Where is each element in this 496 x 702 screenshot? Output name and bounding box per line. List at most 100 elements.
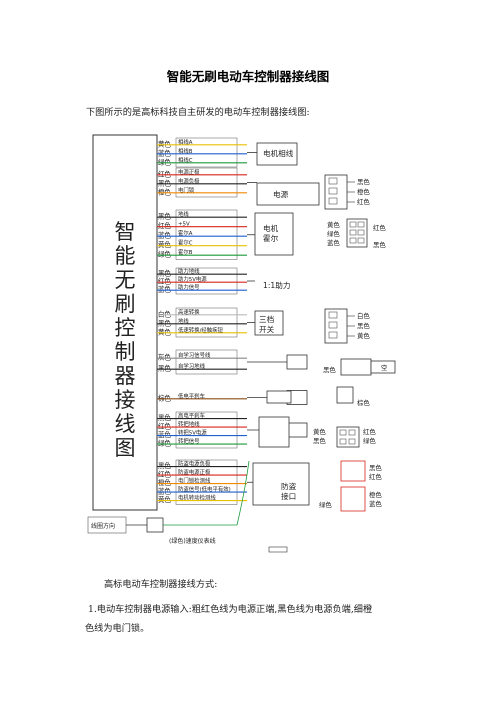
connector-label: 红色 (373, 223, 386, 232)
controller-char: 刷 (115, 292, 136, 316)
connector-label: 蓝色 (327, 238, 340, 247)
wire-name-label: 转把地线 (178, 420, 200, 428)
wire-name-label: 电源正极 (178, 168, 200, 176)
wire-color-label: 棕色 (158, 393, 172, 402)
wire-name-label: 低速转换/经触疾钮 (178, 326, 224, 334)
paragraph-1-line1: 1.电动车控制器电源输入:粗红色线为电源正端,黑色线为电源负端,细橙 (88, 604, 373, 615)
lower-left-label: 线圈方向 (91, 522, 115, 530)
connector-label: 黑色 (373, 240, 386, 249)
wire-name-label: 转把信号 (178, 437, 200, 445)
connector-label: 黑色 (369, 463, 382, 472)
wire-color-label: 灰色 (158, 353, 172, 362)
wire-group: 黑色地线红色+5V蓝色霍尔A黄色霍尔C绿色霍尔B电机霍尔黄色绿色蓝色红色黑色 (157, 209, 386, 260)
wire-name-label: 地线 (178, 210, 189, 218)
wire-name-label: 高电平刹车 (178, 412, 206, 420)
connector-label: 黑色 (323, 365, 336, 374)
wire-color-label: 黄色 (158, 139, 172, 148)
wire-color-label: 红色 (158, 169, 172, 178)
wire-groups: 黄色相线A蓝色相线B绿色相线C电机相线红色电源正极黑色电源负极橙色电门锁电源黑色… (157, 137, 396, 512)
wire-color-label: 黑色 (158, 178, 172, 187)
wire-name-label: 地线 (178, 317, 189, 325)
target-label: 防盗 (281, 481, 297, 491)
controller-char: 线 (115, 412, 136, 436)
wire-name-label: 高速转换 (178, 308, 200, 316)
caption-text: 高标电动车控制器接线方式: (104, 579, 218, 590)
target-label: 电机相线 (263, 148, 294, 158)
wire-color-label: 黑色 (158, 269, 172, 278)
connector-label: 橙色 (357, 187, 370, 196)
wire-name-label: 相线A (178, 138, 193, 146)
wire-name-label: 低电平刹车 (178, 392, 206, 400)
wire-name-label: 霍尔B (178, 248, 193, 256)
connector-label: 棕色 (357, 398, 370, 407)
controller-char: 能 (115, 244, 136, 268)
wire-color-label: 绿色 (158, 157, 172, 166)
wire-color-label: 白色 (158, 309, 172, 318)
wire-group: 黑色助力地线红色助力5V电源蓝色助力信号1:1助力 (157, 267, 290, 295)
target-label: 电源 (273, 189, 289, 199)
connector-label: 绿色 (363, 436, 376, 445)
wire-group: 黑色防盗电源负极红色防盗电源正极橙色电门锁检测线蓝色防盗信号(低电平有效)黄色电… (157, 460, 382, 512)
wire-name-label: 电源负极 (178, 177, 200, 185)
wire-group: 黄色相线A蓝色相线B绿色相线C电机相线 (157, 137, 298, 168)
connector-label: 红色 (357, 197, 370, 206)
wire-color-label: 蓝色 (158, 487, 172, 496)
wire-color-label: 黄色 (158, 327, 172, 336)
paragraph-1: 1.电动车控制器电源输入:粗红色线为电源正端,黑色线为电源负端,细橙 色线为电门… (85, 600, 414, 638)
target-label: 三档 (259, 314, 275, 324)
connector-label: 空 (381, 363, 387, 372)
target-label: 1:1助力 (263, 280, 290, 290)
wire-name-label: 电门锁检测线 (178, 477, 211, 485)
connector-label: 黑色 (357, 321, 370, 330)
wire-color-label: 红色 (158, 221, 172, 230)
wire-color-label: 蓝色 (158, 148, 172, 157)
wire-color-label: 绿色 (158, 250, 172, 259)
connector-label: 蓝色 (369, 499, 382, 508)
wire-name-label: +5V (178, 222, 190, 228)
target-label: 接口 (281, 491, 296, 501)
wire-color-label: 黑色 (158, 461, 172, 470)
wire-name-label: 助力信号 (178, 283, 200, 291)
wire-color-label: 红色 (158, 277, 172, 286)
wire-group: 黑色高电平刹车红色转把地线蓝色转把5V电源绿色转把信号黄色黑色红色绿色 (157, 412, 376, 449)
speed-label: (绿色)速度仪表线 (169, 537, 216, 545)
wire-color-label: 黑色 (158, 413, 172, 422)
target-label: 电机 (263, 223, 279, 233)
connector-label: 红色 (369, 472, 382, 481)
wire-name-label: 霍尔A (178, 229, 193, 237)
wire-color-label: 橙色 (158, 187, 172, 196)
connector-label: 绿色 (319, 500, 332, 509)
wire-color-label: 蓝色 (158, 285, 172, 294)
controller-char: 图 (115, 436, 136, 460)
wire-color-label: 绿色 (158, 439, 172, 448)
target-label: 开关 (259, 324, 275, 334)
intro-text: 下图所示的是高标科技自主研发的电动车控制器接线图: (86, 107, 310, 118)
wire-name-label: 防盗电源负极 (178, 460, 211, 468)
connector-label: 黄色 (313, 427, 326, 436)
connector-label: 橙色 (369, 490, 382, 499)
wire-color-label: 黄色 (158, 240, 172, 249)
wire-color-label: 蓝色 (158, 430, 172, 439)
wire-name-label: 电门锁 (178, 186, 195, 194)
wire-color-label: 橙色 (158, 478, 172, 487)
wire-name-label: 防盗信号(低电平有效) (178, 485, 231, 493)
wire-name-label: 相线C (178, 156, 193, 164)
connector-label: 黄色 (357, 331, 370, 340)
page-title: 智能无刷电动车控制器接线图 (166, 69, 330, 84)
controller-char: 智 (115, 220, 136, 244)
controller-char: 控 (115, 316, 136, 340)
wire-name-label: 助力地线 (178, 267, 200, 275)
wire-group: 红色电源正极黑色电源负极橙色电门锁电源黑色橙色红色 (157, 167, 370, 210)
target-label: 霍尔 (263, 233, 279, 243)
wire-color-label: 黑色 (158, 212, 172, 221)
connector-label: 红色 (363, 427, 376, 436)
wire-color-label: 黑色 (158, 318, 172, 327)
connector-label: 绿色 (327, 229, 340, 238)
wire-color-label: 红色 (158, 470, 172, 479)
wire-name-label: 防盗电源正极 (178, 468, 211, 476)
wire-name-label: 自学习地线 (178, 362, 206, 370)
wire-color-label: 蓝色 (158, 231, 172, 240)
